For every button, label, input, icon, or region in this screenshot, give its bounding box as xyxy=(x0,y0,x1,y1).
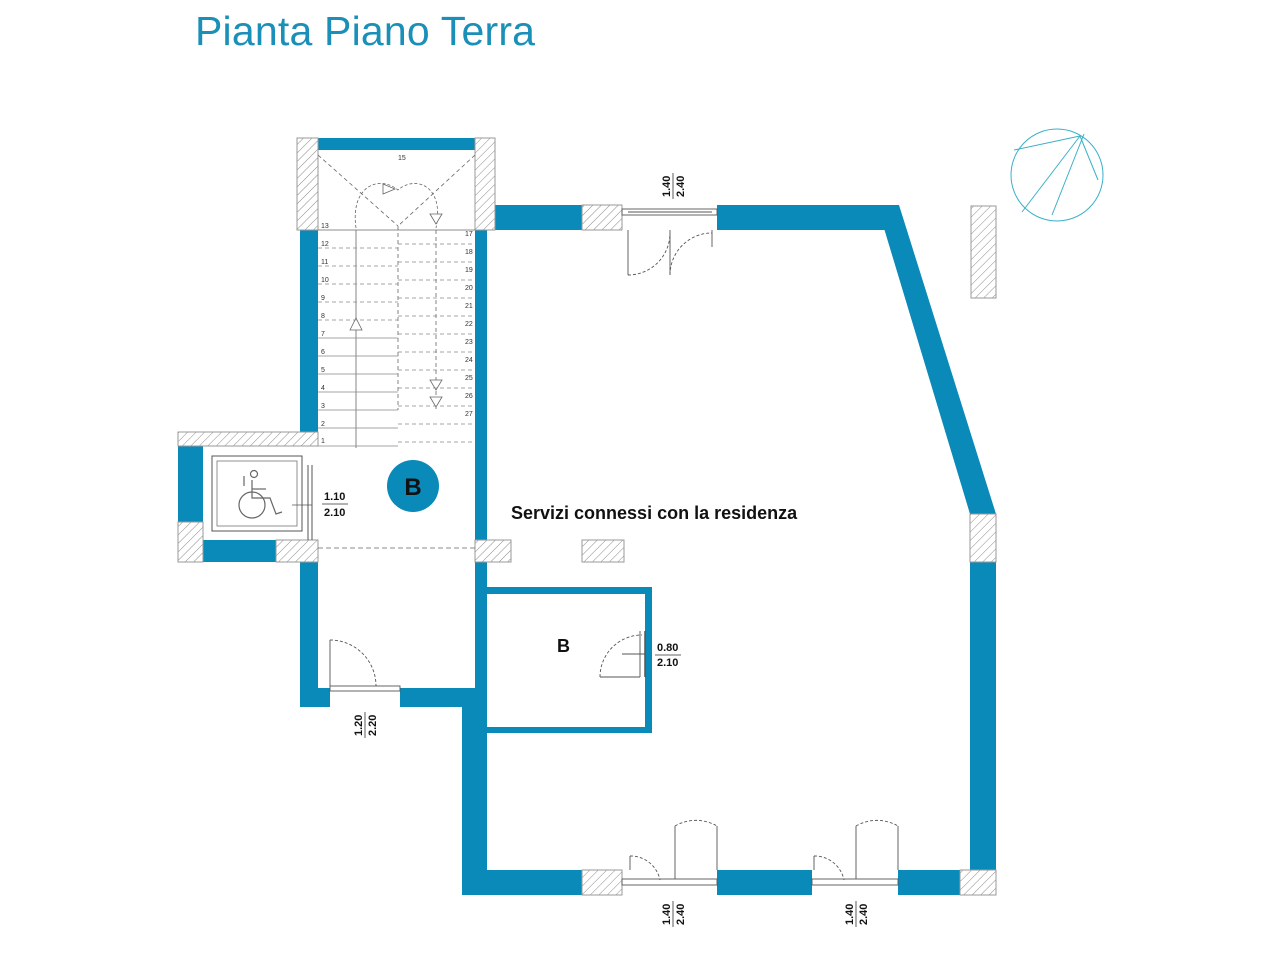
hatched-piers xyxy=(177,137,997,896)
wall-bath-bottom xyxy=(487,727,652,733)
wall-lift-left xyxy=(178,446,203,522)
step-number: 6 xyxy=(321,349,325,356)
dim-top-window: 1.40 2.40 xyxy=(661,173,687,199)
wall-bath-right xyxy=(645,587,652,733)
wall-main-right xyxy=(970,562,996,870)
lift xyxy=(211,455,313,540)
page-title: Pianta Piano Terra xyxy=(195,8,536,54)
step-number: 1 xyxy=(321,438,325,445)
staircase xyxy=(317,154,476,549)
wall-hall-bottom-right xyxy=(400,688,475,707)
step-number: 21 xyxy=(465,303,473,310)
dim-bottom-door-2: 1.40 2.40 xyxy=(844,901,870,927)
pier-stair-top-right xyxy=(474,137,496,231)
step-number: 17 xyxy=(465,231,473,238)
top-window-width: 1.40 xyxy=(661,176,673,197)
step-number: 23 xyxy=(465,339,473,346)
wall-bottom-1 xyxy=(462,870,582,895)
wall-main-diagonal xyxy=(877,205,996,514)
bath-door-height: 2.10 xyxy=(657,657,678,669)
step-number: 13 xyxy=(321,223,329,230)
wall-main-left-mid xyxy=(475,562,487,707)
wall-stair-left xyxy=(300,230,318,432)
dim-bottom-door-1: 1.40 2.40 xyxy=(661,901,687,927)
wheelchair-icon xyxy=(238,469,283,519)
step-number: 26 xyxy=(465,393,473,400)
compass-icon xyxy=(1010,128,1104,222)
wall-lift-bottom xyxy=(203,540,276,562)
doors xyxy=(329,208,899,886)
step-number: 3 xyxy=(321,403,325,410)
wall-hall-bottom-left xyxy=(300,688,330,707)
wall-main-top-left xyxy=(495,205,582,230)
bottom-door-2-height: 2.40 xyxy=(858,904,870,925)
wall-hall-left xyxy=(300,562,318,707)
step-number: 19 xyxy=(465,267,473,274)
wall-main-top-right xyxy=(717,205,899,230)
main-room-label: Servizi connessi con la residenza xyxy=(511,503,798,523)
step-number: 5 xyxy=(321,367,325,374)
step-number: 8 xyxy=(321,313,325,320)
pier-top-window xyxy=(581,204,623,231)
wall-main-left-lower xyxy=(462,707,487,895)
step-number: 7 xyxy=(321,331,325,338)
wall-bath-top xyxy=(487,587,652,594)
small-bathroom-label: B xyxy=(557,636,570,656)
step-number: 12 xyxy=(321,241,329,248)
pier-bottom-2 xyxy=(959,869,997,896)
step-number: 15 xyxy=(398,155,406,162)
bottom-door-1-width: 1.40 xyxy=(661,904,673,925)
stair-numbers: 1 2 3 4 5 6 7 8 9 10 11 12 13 15 17 18 1… xyxy=(321,155,473,445)
step-number: 11 xyxy=(321,259,328,266)
pier-right-mid xyxy=(969,513,997,563)
wall-stair-right xyxy=(475,230,487,540)
wall-bottom-2 xyxy=(717,870,812,895)
top-window-height: 2.40 xyxy=(675,176,687,197)
bath-door-width: 0.80 xyxy=(657,642,678,654)
step-number: 9 xyxy=(321,295,325,302)
step-number: 22 xyxy=(465,321,473,328)
step-number: 27 xyxy=(465,411,473,418)
pier-lift-bottom-right xyxy=(275,539,319,563)
step-number: 4 xyxy=(321,385,325,392)
wall-stair-top xyxy=(318,138,475,150)
bathroom-badge: B xyxy=(387,460,439,512)
pier-free xyxy=(581,539,625,563)
lift-door-width: 1.10 xyxy=(324,491,345,503)
step-number: 18 xyxy=(465,249,473,256)
step-number: 20 xyxy=(465,285,473,292)
pier-stair-top-left xyxy=(296,137,319,231)
step-number: 24 xyxy=(465,357,473,364)
step-number: 2 xyxy=(321,421,325,428)
lift-door-height: 2.10 xyxy=(324,507,345,519)
bottom-door-1-height: 2.40 xyxy=(675,904,687,925)
wall-bottom-3 xyxy=(898,870,960,895)
pier-external xyxy=(970,205,997,299)
walls xyxy=(178,138,996,895)
pier-lift-bottom-left xyxy=(177,521,204,563)
dim-entrance-door: 1.20 2.20 xyxy=(353,712,379,738)
entrance-door-width: 1.20 xyxy=(353,715,365,736)
pier-bottom-1 xyxy=(581,869,623,896)
stair-steps xyxy=(318,243,475,447)
step-number: 25 xyxy=(465,375,473,382)
pier-main-left xyxy=(474,539,512,563)
pier-lift-top xyxy=(177,431,319,447)
bottom-door-2-width: 1.40 xyxy=(844,904,856,925)
step-number: 10 xyxy=(321,277,329,284)
bathroom-badge-letter: B xyxy=(404,474,421,501)
entrance-door-height: 2.20 xyxy=(367,715,379,736)
